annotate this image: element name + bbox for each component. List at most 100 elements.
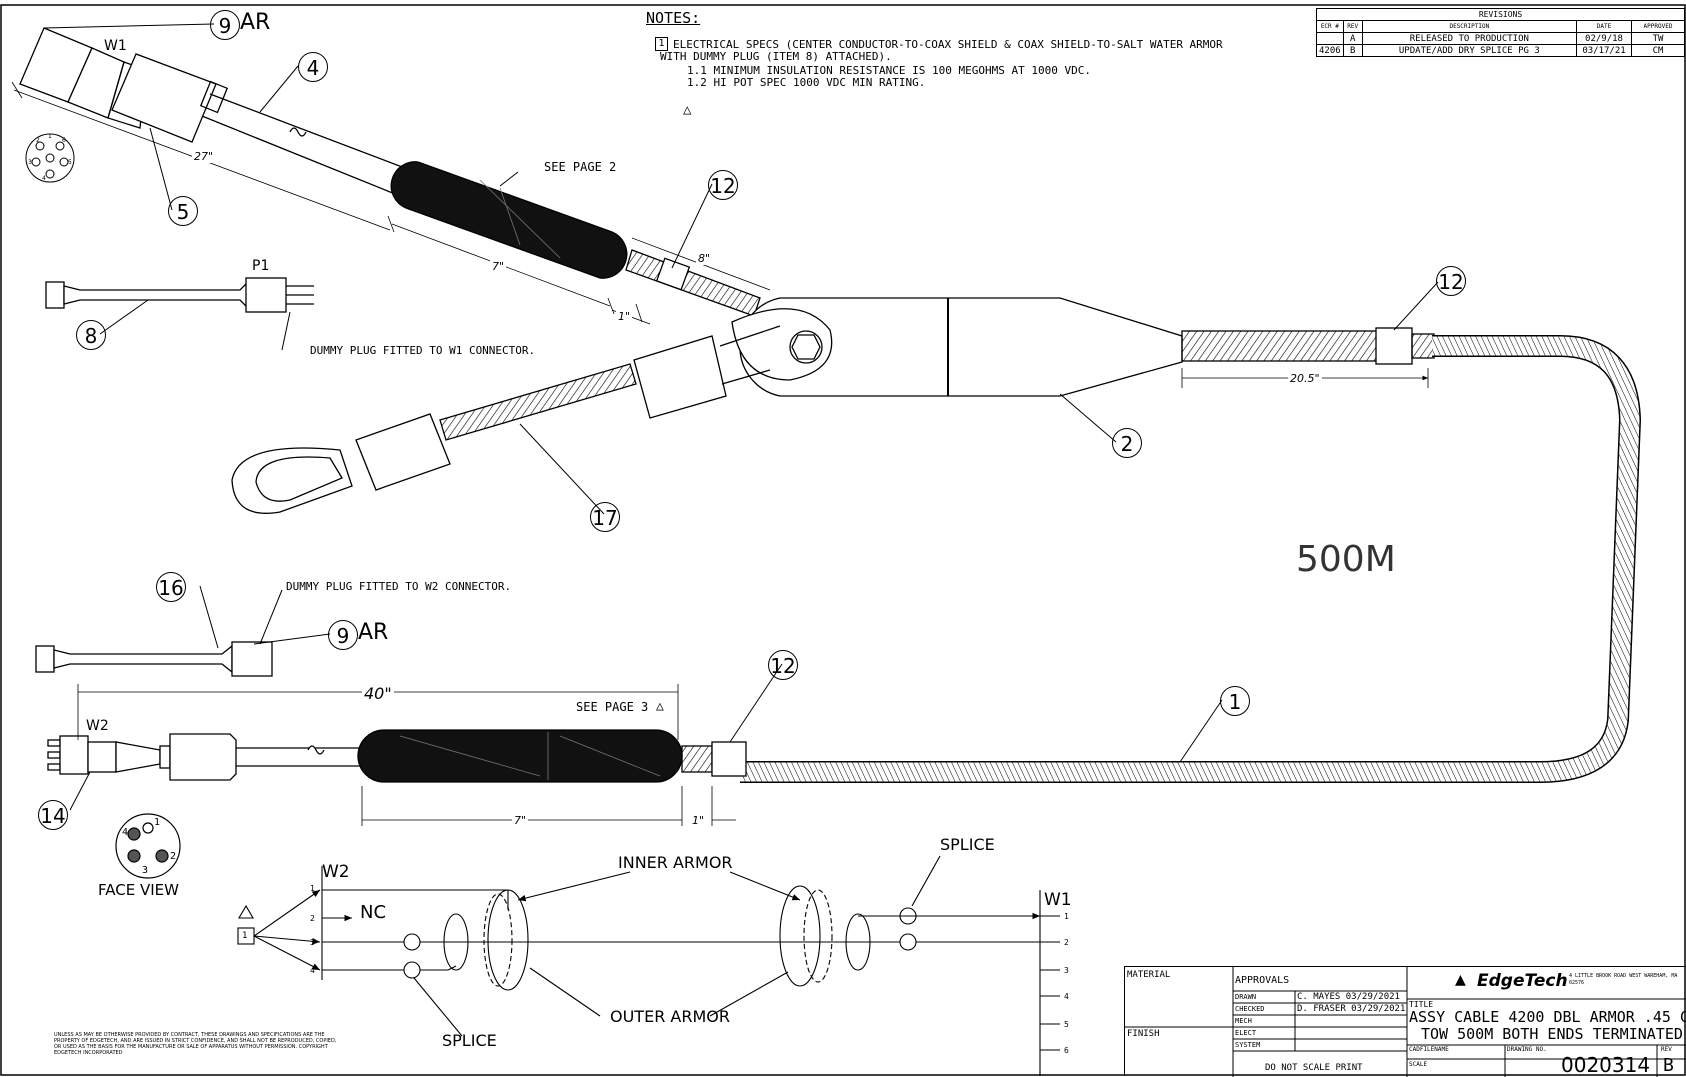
w2-pin-label: 1 — [310, 884, 315, 893]
balloon-item-9: 9 — [328, 620, 358, 650]
drawn-value: C. MAYES 03/29/2021 — [1297, 992, 1400, 1002]
note-ref-box: 1 — [242, 931, 248, 941]
as-required-label: AR — [240, 10, 271, 35]
w1-face-pin-label: 5 — [68, 159, 72, 166]
thimble-eye — [231, 325, 781, 514]
w1-face-pin-label: 1 — [48, 133, 52, 140]
balloon-item-12: 12 — [768, 650, 798, 680]
balloon-item-4: 4 — [298, 52, 328, 82]
revision-row: A RELEASED TO PRODUCTION 02/9/18 TW — [1316, 32, 1685, 45]
w1-plug-body — [111, 53, 217, 143]
do-not-scale-note: DO NOT SCALE PRINT — [1265, 1063, 1363, 1073]
note-1-sub-2: 1.2 HI POT SPEC 1000 VDC MIN RATING. — [687, 76, 926, 89]
note-1-line-2: WITH DUMMY PLUG (ITEM 8) ATTACHED). — [660, 50, 892, 63]
dimension-7in-bottom: 7" — [512, 814, 529, 827]
w2-pin-label: 2 — [310, 914, 315, 923]
balloon-item-12: 12 — [708, 170, 738, 200]
dimension-7in-top: 7" — [490, 260, 507, 273]
dimension-20-5in: 20.5" — [1288, 372, 1322, 385]
edgetech-logo-icon: ▲ — [1455, 969, 1466, 990]
w2-dummy-plug — [35, 641, 273, 677]
note-1-number: 1 — [655, 37, 668, 51]
outer-armor-label: OUTER ARMOR — [610, 1007, 730, 1026]
company-name: EdgeTech — [1477, 971, 1568, 991]
face-view-label: FACE VIEW — [98, 881, 179, 899]
approvals-label: APPROVALS — [1235, 975, 1290, 986]
w1-face-pin-label: 6 — [62, 137, 66, 144]
company-address: 4 LITTLE BROOK ROAD WEST WAREHAM, MA 025… — [1569, 973, 1678, 986]
sheet-border — [0, 4, 1686, 1076]
title-block-grid — [1125, 967, 1686, 1077]
dummy-plug-w1-note: DUMMY PLUG FITTED TO W1 CONNECTOR. — [310, 344, 536, 357]
face-pin-label: 4 — [122, 827, 129, 838]
drawing-title-line-1: ASSY CABLE 4200 DBL ARMOR .45 COAX — [1409, 1008, 1686, 1026]
balloon-item-17: 17 — [590, 502, 620, 532]
w1-splice-molding — [390, 161, 628, 279]
wiring-schematic — [237, 855, 1060, 1076]
delta-note-icon: △ — [656, 699, 664, 714]
dimension-40in: 40" — [362, 684, 394, 703]
dimension-1in-top: 1" — [616, 310, 633, 323]
checked-label: CHECKED — [1235, 1005, 1265, 1013]
as-required-label: AR — [358, 620, 389, 645]
w1-schematic-label: W1 — [1044, 890, 1072, 910]
face-pin-label: 2 — [170, 851, 177, 862]
see-page-3-callout: SEE PAGE 3 — [576, 700, 649, 714]
delta-note-icon: △ — [683, 102, 692, 118]
note-1-line-1: ELECTRICAL SPECS (CENTER CONDUCTOR-TO-CO… — [673, 38, 1223, 51]
elect-label: ELECT — [1235, 1029, 1257, 1037]
balloon-item-9: 9 — [210, 10, 240, 40]
revisions-table: REVISIONS ECR # REV DESCRIPTION DATE APP… — [1316, 8, 1685, 57]
w2-cable-assembly — [47, 684, 747, 826]
rev-header-rev: REV — [1342, 20, 1363, 33]
rev-cell: 4206 — [1316, 44, 1344, 57]
rev-header-description: DESCRIPTION — [1361, 20, 1578, 33]
w2-heat-shrink — [711, 741, 747, 777]
rev-label: REV — [1661, 1046, 1672, 1053]
cable-length-label: 500M — [1296, 539, 1396, 580]
rev-cell: UPDATE/ADD DRY SPLICE PG 3 — [1361, 44, 1578, 57]
balloon-item-14: 14 — [38, 800, 68, 830]
revision-letter: B — [1663, 1055, 1674, 1076]
w2-pin-label: 4 — [310, 966, 315, 975]
w1-pin-label: 6 — [1064, 1046, 1069, 1055]
w1-pin-label: 5 — [1064, 1020, 1069, 1029]
title-block: MATERIAL FINISH APPROVALS DRAWN C. MAYES… — [1124, 966, 1686, 1077]
w1-face-view — [25, 133, 75, 183]
rev-header-ecr: ECR # — [1316, 20, 1344, 33]
dimension-8in: 8" — [696, 252, 713, 265]
system-label: SYSTEM — [1235, 1041, 1261, 1049]
material-label: MATERIAL — [1127, 970, 1171, 980]
drawing-number-label: DRAWING NO. — [1507, 1046, 1547, 1053]
rev-header-date: DATE — [1576, 20, 1632, 33]
balloon-item-5: 5 — [168, 196, 198, 226]
w2-splice-molding — [357, 729, 683, 783]
rev-cell: RELEASED TO PRODUCTION — [1361, 32, 1578, 45]
w1-pin-label: 2 — [1064, 938, 1069, 947]
revision-row: 4206 B UPDATE/ADD DRY SPLICE PG 3 03/17/… — [1316, 44, 1685, 57]
w1-cable-assembly — [11, 27, 771, 325]
balloon-item-2: 2 — [1112, 428, 1142, 458]
drawn-label: DRAWN — [1235, 993, 1257, 1001]
finish-label: FINISH — [1127, 1029, 1160, 1039]
splice-label-bottom: SPLICE — [442, 1031, 497, 1050]
tow-cable-loop — [740, 335, 1642, 783]
w2-pin-label: 3 — [310, 938, 315, 947]
dummy-plug-w2-note: DUMMY PLUG FITTED TO W2 CONNECTOR. — [286, 580, 512, 593]
see-page-2-callout: SEE PAGE 2 — [544, 160, 617, 174]
dimension-1in-bottom: 1" — [690, 814, 707, 827]
rev-cell: TW — [1631, 32, 1685, 45]
face-pin-label: 3 — [142, 865, 149, 876]
p1-dummy-plug — [45, 277, 314, 313]
rev-cell: CM — [1631, 44, 1685, 57]
balloon-item-8: 8 — [76, 320, 106, 350]
drawing-title-line-2: TOW 500M BOTH ENDS TERMINATED — [1421, 1025, 1683, 1043]
proprietary-disclaimer: UNLESS AS MAY BE OTHERWISE PROVIDED BY C… — [54, 1032, 337, 1056]
dimension-27in: 27" — [192, 150, 216, 163]
w2-schematic-label: W2 — [322, 862, 350, 882]
balloon-item-1: 1 — [1220, 686, 1250, 716]
w2-face-view — [115, 813, 181, 879]
tow-termination — [731, 297, 1435, 397]
balloon-item-12: 12 — [1436, 266, 1466, 296]
w1-pin-label: 4 — [1064, 992, 1069, 1001]
